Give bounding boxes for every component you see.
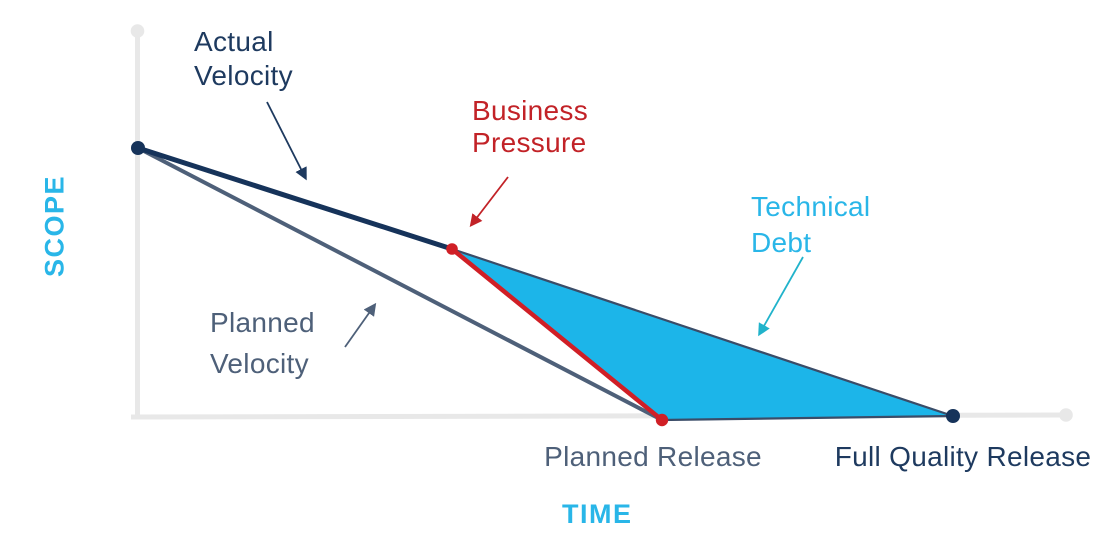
planned-release-point <box>655 413 669 427</box>
technical-debt-lower-edge <box>661 414 954 422</box>
technical-debt-upper-edge <box>451 247 954 418</box>
x-axis-end-cap <box>1059 408 1073 422</box>
full-quality-release-label: Full Quality Release <box>834 441 1092 472</box>
actual-velocity-arrow <box>266 101 307 181</box>
planned-release-label: Planned Release <box>544 441 762 472</box>
planned-velocity-line <box>136 146 664 422</box>
actual-velocity-label: Actual Velocity <box>194 26 293 91</box>
business-pressure-label: Business Pressure <box>472 95 589 158</box>
business-pressure-arrow <box>469 176 509 228</box>
planned-velocity-arrow <box>344 302 377 348</box>
planned-velocity-label: Planned Velocity <box>210 307 315 379</box>
start-point <box>131 141 145 155</box>
y-axis-title: SCOPE <box>39 174 70 278</box>
technical-debt-label: Technical Debt <box>751 191 871 258</box>
business-pressure-point <box>446 243 458 255</box>
technical-debt-arrow <box>758 256 804 337</box>
business-pressure-line <box>449 246 665 423</box>
y-axis-end-cap <box>130 24 145 38</box>
x-axis-title: TIME <box>562 499 633 529</box>
full-quality-release-point <box>946 409 960 423</box>
actual-velocity-line <box>135 145 455 252</box>
